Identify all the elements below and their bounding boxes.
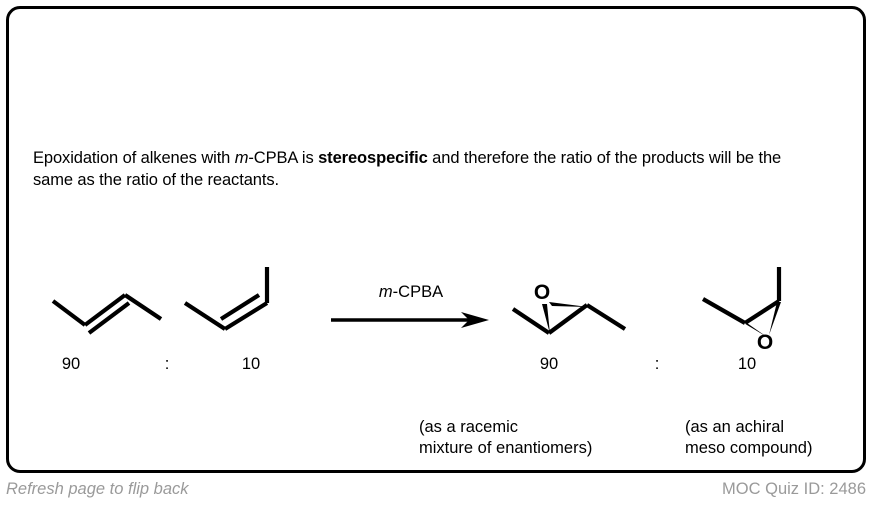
refresh-hint: Refresh page to flip back (6, 480, 189, 498)
reaction-arrow-icon (329, 309, 491, 331)
statement-text: Epoxidation of alkenes with m-CPBA is st… (33, 147, 823, 191)
reagent-label: m-CPBA (331, 283, 491, 302)
statement-segment-intro: Epoxidation of alkenes with (33, 149, 235, 167)
caption-product-1: (as a racemic mixture of enantiomers) (419, 418, 593, 457)
oxygen-label-cis: O (757, 331, 773, 354)
ratio-reactant-1: 90 (61, 355, 81, 373)
ratio-product-2: 10 (737, 355, 757, 373)
quiz-id-label: MOC Quiz ID: 2486 (722, 480, 866, 498)
statement-segment-reagent: -CPBA is (248, 149, 319, 167)
statement-segment-tail: and therefore the ratio of the products … (33, 149, 782, 189)
ratio-separator-products: : (654, 355, 660, 373)
reagent-name: -CPBA (392, 283, 444, 301)
oxygen-label-trans: O (534, 281, 550, 304)
quiz-card: Epoxidation of alkenes with m-CPBA is st… (6, 6, 866, 473)
cis-epoxide-structure: O (699, 265, 819, 355)
ratio-separator-reactants: : (164, 355, 170, 373)
reagent-italic-meta: m (378, 283, 393, 301)
trans-epoxide-structure: O (509, 271, 639, 351)
statement-italic-meta: m (234, 149, 249, 167)
statement-bold-term: stereospecific (318, 149, 428, 167)
ratio-reactant-2: 10 (241, 355, 261, 373)
caption-product-2: (as an achiral meso compound) (685, 418, 813, 457)
reaction-scheme: m-CPBA O (9, 257, 869, 472)
ratio-product-1: 90 (539, 355, 559, 373)
trans-alkene-structure (49, 277, 169, 337)
cis-alkene-structure (181, 265, 301, 341)
card-footer: Refresh page to flip back MOC Quiz ID: 2… (0, 480, 876, 506)
